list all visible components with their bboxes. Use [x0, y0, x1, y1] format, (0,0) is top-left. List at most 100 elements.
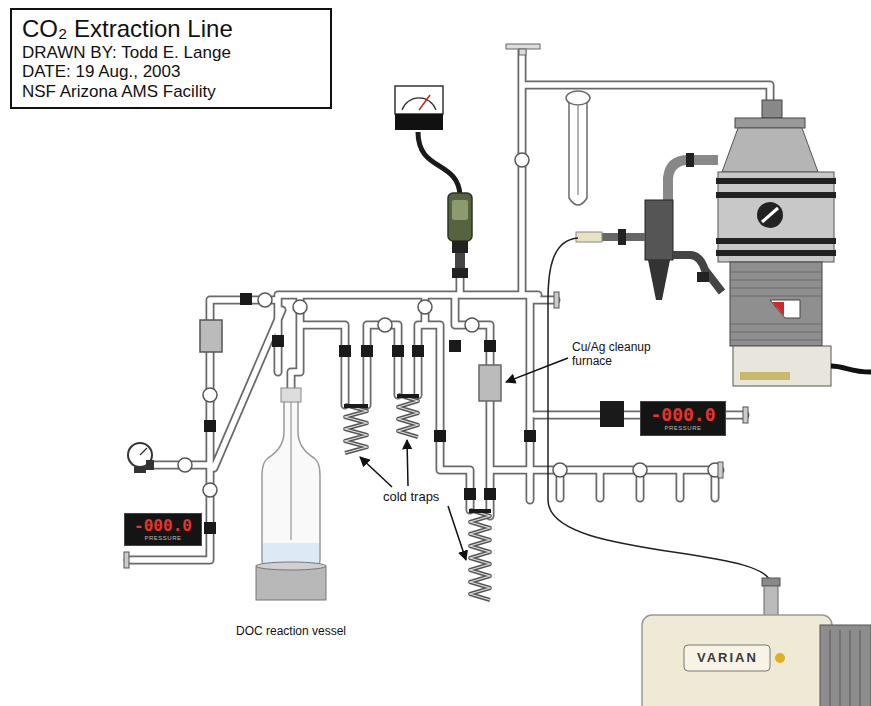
turbo-pump — [757, 202, 783, 228]
vessel-label: DOC reaction vessel — [236, 624, 346, 638]
mechanical-pump — [642, 615, 832, 706]
valve — [178, 458, 192, 472]
capacitance-gauge — [448, 193, 472, 241]
turbo-pump — [716, 178, 836, 184]
capacitance-gauge — [395, 86, 443, 114]
pressure-dial-gauge — [140, 448, 147, 455]
turbo-pump — [716, 192, 836, 198]
tube-clamp — [272, 335, 284, 347]
mechanical-pump — [762, 578, 780, 586]
tube-clamp — [434, 430, 446, 442]
cold-trap-coil — [398, 395, 418, 437]
capacitance-gauge — [395, 114, 443, 130]
tube-clamp — [204, 522, 216, 534]
turbo-pump — [716, 100, 871, 386]
valve — [378, 318, 392, 332]
pressure-readout: -000.0 — [649, 405, 717, 425]
turbo-pump — [762, 100, 782, 118]
tube-clamp — [344, 404, 368, 408]
valve — [258, 293, 272, 307]
isolation-valve — [576, 232, 602, 242]
tube-clamp — [484, 488, 496, 500]
turbo-pump — [831, 366, 871, 372]
turbo-pump — [770, 300, 800, 318]
mechanical-pump — [775, 653, 785, 663]
pressure-display: -000.0PRESSURE — [640, 401, 726, 436]
mechanical-pump — [820, 625, 871, 706]
pressure-dial-gauge — [146, 460, 154, 470]
pressure-transducer — [600, 401, 624, 427]
turbo-pump — [730, 272, 822, 340]
mechanical-pump — [764, 586, 778, 616]
valve — [418, 300, 432, 314]
turbo-pump — [772, 302, 784, 316]
pressure-readout: -000.0 — [133, 517, 193, 535]
isolation-valve — [618, 229, 626, 245]
stopcock — [506, 44, 540, 49]
reaction-vessel — [256, 562, 326, 570]
reaction-vessel — [262, 400, 320, 566]
reaction-vessel — [281, 388, 301, 402]
tube-clamp — [240, 293, 252, 305]
valve — [465, 318, 479, 332]
tube-clamp — [204, 420, 216, 432]
tube-clamp — [204, 293, 536, 534]
pump-brand: VARIAN — [695, 649, 760, 667]
cu-ag-furnace — [479, 365, 501, 401]
turbo-pump — [722, 128, 818, 172]
flange — [124, 552, 129, 568]
leader-arrow — [448, 506, 466, 560]
valve — [553, 463, 567, 477]
tube-clamp — [484, 340, 496, 352]
reaction-vessel — [256, 566, 326, 600]
furnace-label: Cu/Ag cleanup furnace — [572, 340, 668, 369]
valve — [633, 463, 647, 477]
isolation-valve — [576, 153, 722, 300]
capacitance-gauge — [419, 95, 430, 110]
valve — [203, 483, 217, 497]
valve — [515, 153, 529, 167]
pressure-display: -000.0PRESSURE — [124, 513, 202, 546]
display-caption: PRESSURE — [133, 535, 193, 542]
valve — [203, 388, 217, 402]
stopcock — [519, 49, 526, 55]
leader-arrow — [506, 358, 568, 382]
pressure-transducer — [600, 401, 624, 427]
isolation-valve — [686, 153, 694, 167]
pressure-dial-gauge — [128, 443, 154, 473]
capacitance-gauge — [402, 98, 436, 110]
title-text: CO₂ Extraction Line — [22, 15, 320, 43]
tube-clamp — [392, 345, 404, 357]
capacitance-gauge — [418, 132, 460, 195]
turbo-pump — [733, 346, 831, 386]
mechanical-pump — [642, 578, 871, 706]
glass-tubing — [128, 50, 770, 560]
cold-trap-coil — [398, 395, 418, 437]
flange — [124, 292, 748, 568]
turbo-pump — [716, 238, 836, 244]
isolation-valve — [648, 260, 670, 300]
cold-finger — [577, 105, 579, 195]
tube-clamp — [397, 394, 419, 398]
title-block: CO₂ Extraction LineDRAWN BY: Todd E. Lan… — [10, 8, 332, 109]
valve — [708, 463, 722, 477]
valve — [178, 153, 722, 497]
flange — [718, 462, 723, 478]
tube-clamp — [412, 345, 424, 357]
stopcock — [506, 44, 540, 55]
capacitance-gauge — [452, 200, 468, 220]
facility-text: NSF Arizona AMS Facility — [22, 82, 320, 102]
mechanical-pump — [830, 630, 860, 706]
turbo-pump — [716, 250, 836, 256]
turbo-pump — [730, 262, 822, 346]
flange — [743, 407, 748, 423]
cold-trap-coil — [345, 395, 490, 600]
turbo-pump — [740, 372, 790, 380]
capacitance-gauge — [455, 253, 465, 268]
cold-finger — [566, 91, 590, 105]
turbo-pump — [735, 118, 805, 128]
tube-clamp — [339, 345, 351, 357]
glass-tubing — [128, 50, 770, 560]
glass-tubing — [128, 50, 770, 560]
